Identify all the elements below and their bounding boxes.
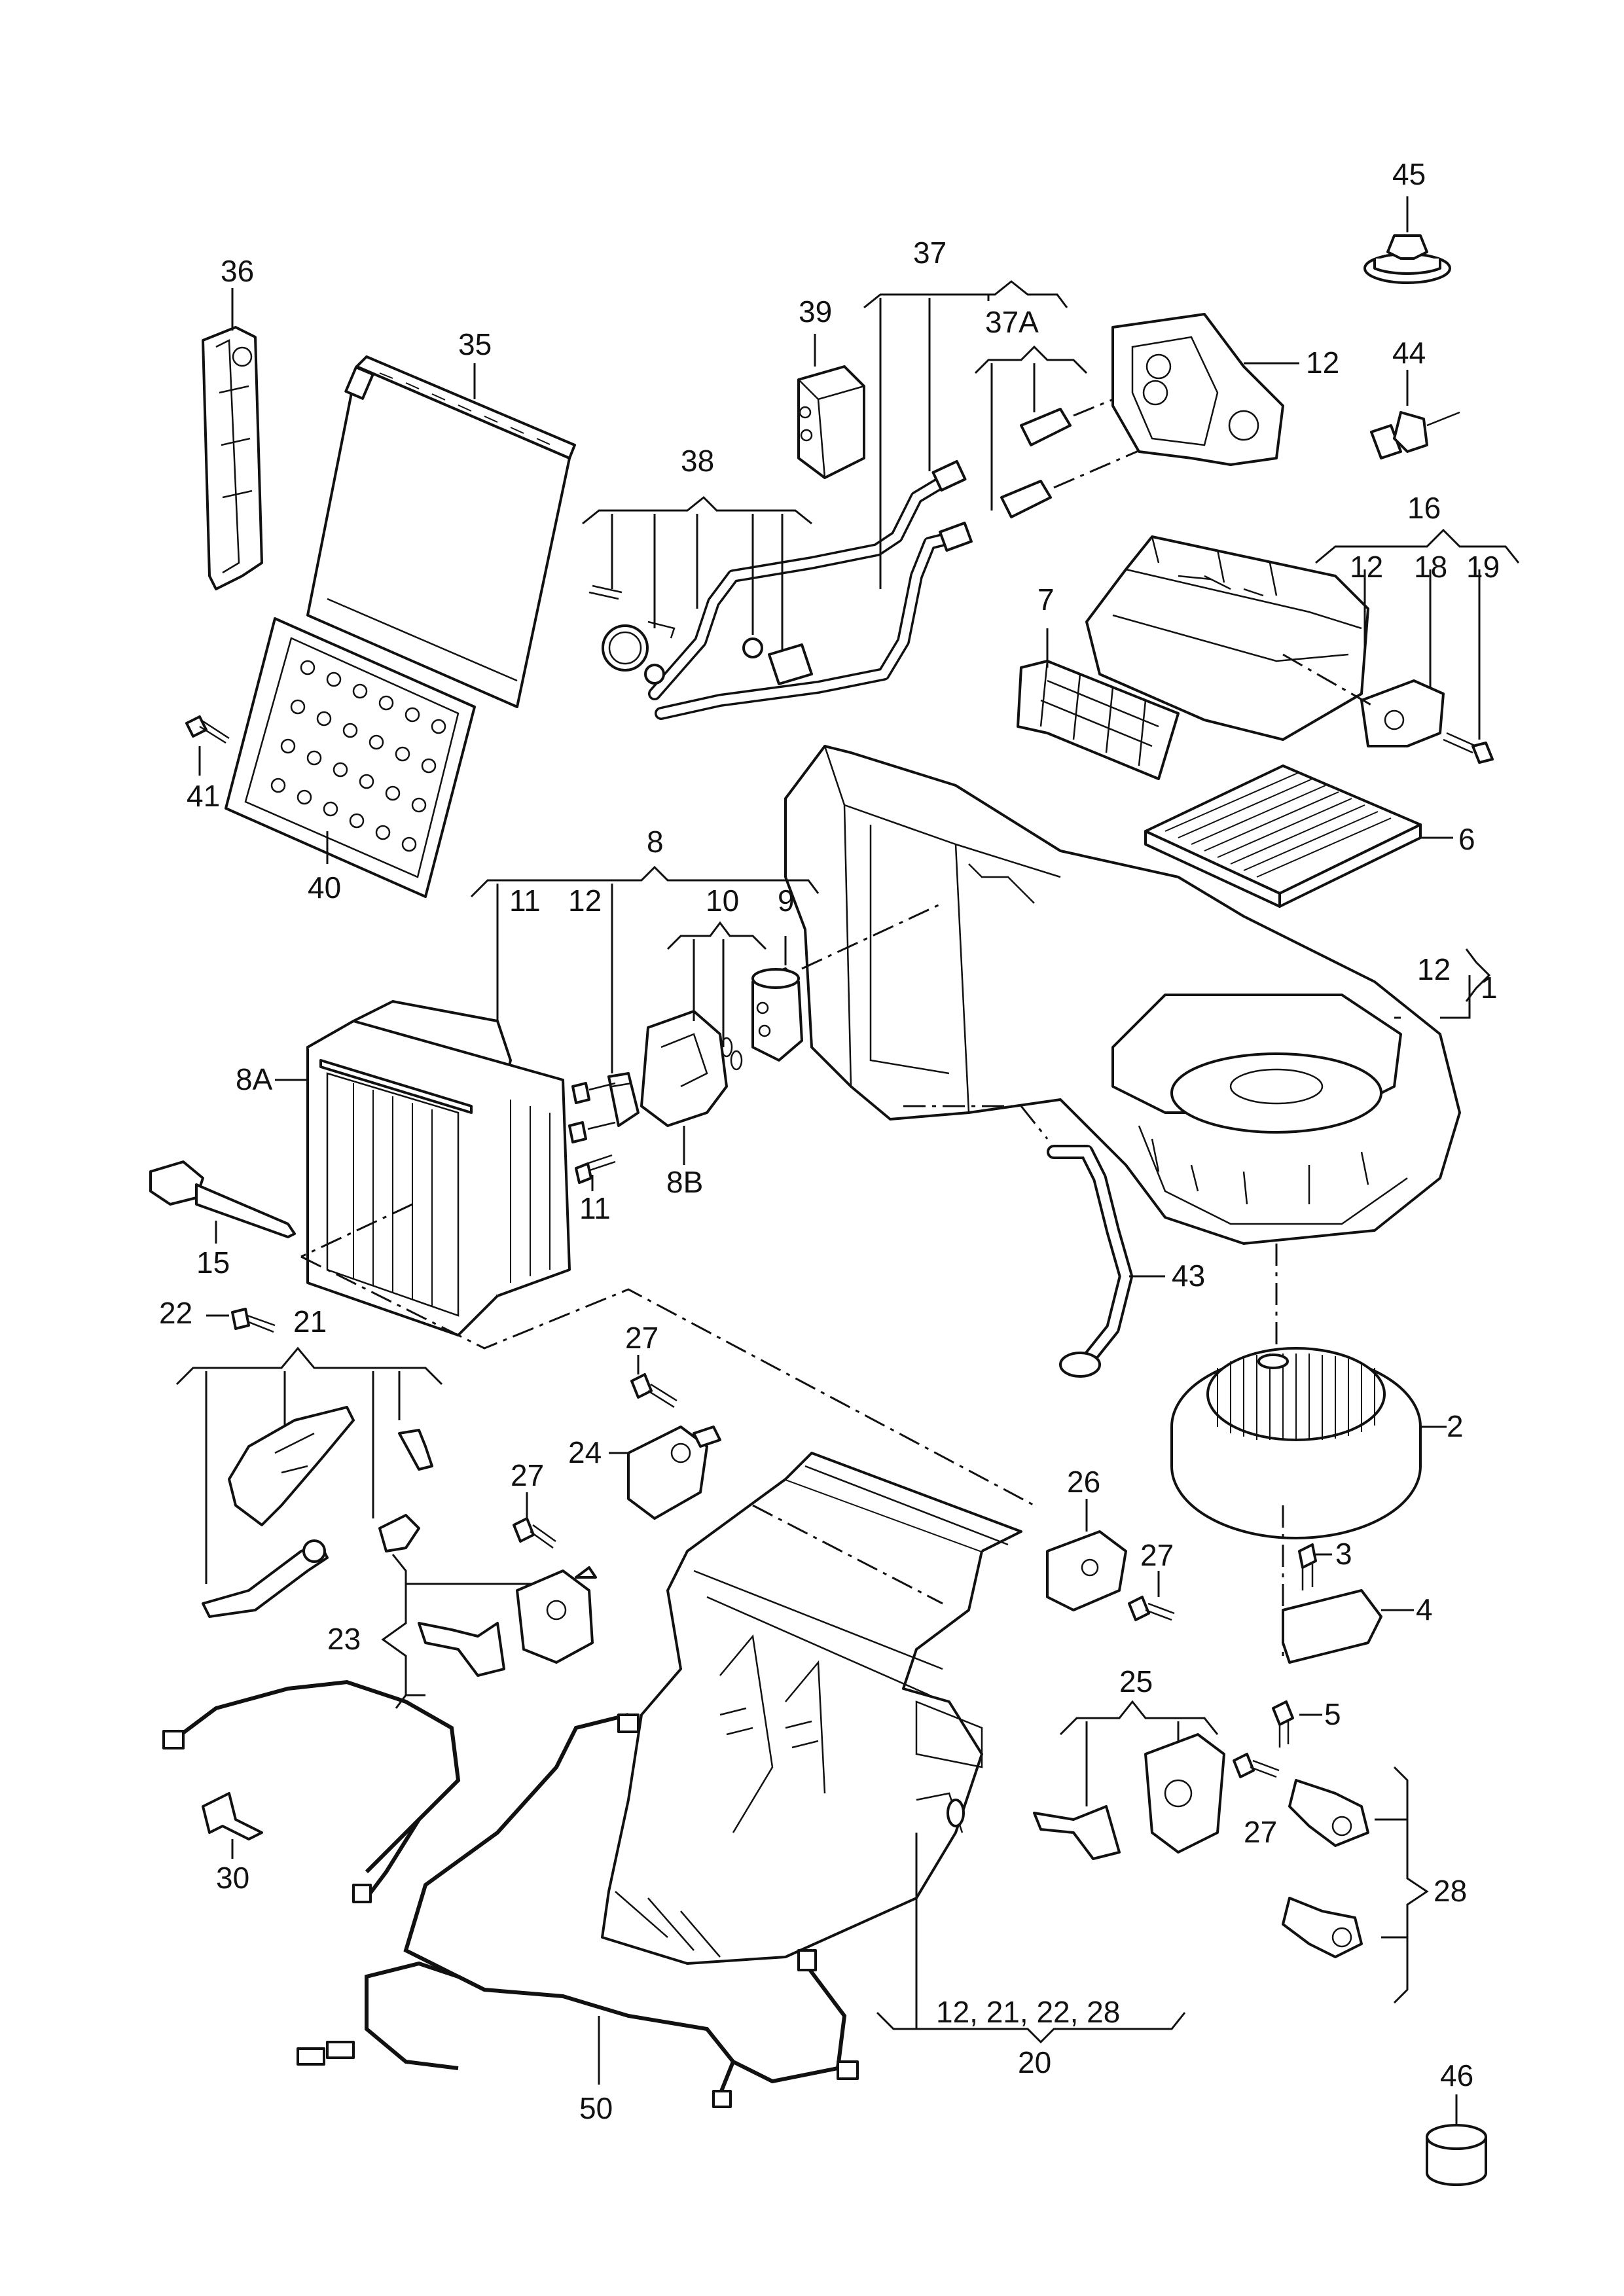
part-45-nut (1363, 234, 1451, 284)
part-8-evaporator (306, 1000, 571, 1336)
label-11-bottom: 11 (579, 1191, 611, 1225)
part-27-screws (513, 1373, 1280, 1778)
label-23: 23 (327, 1622, 361, 1656)
part-35-heater-core (306, 355, 576, 708)
label-35: 35 (458, 327, 492, 361)
part-11-screws (568, 1082, 616, 1184)
part-43-drain-hose (1047, 1145, 1133, 1378)
part-25-actuator (1033, 1733, 1225, 1860)
part-5-screw (1272, 1700, 1294, 1748)
part-50-harness (162, 1679, 859, 2108)
label-12-evap: 12 (568, 884, 602, 918)
label-12-gasket: 12 (1306, 346, 1339, 380)
part-9-valve (751, 967, 803, 1062)
part-26-actuator (1046, 1530, 1127, 1611)
part-37a-fittings (1000, 408, 1072, 518)
label-8a: 8A (236, 1062, 273, 1096)
part-8b-cover (640, 1010, 728, 1127)
label-27-a: 27 (625, 1321, 659, 1355)
part-12-small-gasket (607, 1072, 640, 1127)
label-12-housing: 12 (1350, 550, 1383, 584)
label-21: 21 (293, 1304, 327, 1338)
label-27-c: 27 (1140, 1538, 1174, 1572)
label-16: 16 (1407, 491, 1441, 525)
label-30: 30 (216, 1861, 249, 1895)
label-45: 45 (1392, 157, 1426, 191)
label-11-top: 11 (509, 884, 541, 918)
label-6: 6 (1458, 822, 1475, 856)
callout-labels: 45 44 37 37A 12 36 35 39 38 16 12 18 19 … (159, 157, 1500, 2125)
label-20-sub: 12, 21, 22, 28 (936, 1995, 1120, 2029)
label-26: 26 (1067, 1465, 1100, 1499)
part-36-bracket (202, 326, 263, 590)
part-28-motors (1282, 1779, 1369, 1958)
part-41-screw (185, 715, 230, 744)
label-37a: 37A (985, 305, 1039, 339)
label-36: 36 (221, 254, 254, 288)
part-24-actuator (627, 1426, 721, 1520)
label-10: 10 (706, 884, 739, 918)
part-4-cover (1282, 1589, 1382, 1664)
part-23-actuators (418, 1566, 597, 1677)
label-1: 1 (1481, 971, 1498, 1005)
label-12-main: 12 (1417, 952, 1451, 986)
label-46: 46 (1440, 2058, 1473, 2092)
part-12-gasket (1111, 313, 1284, 466)
label-7: 7 (1038, 583, 1055, 617)
part-20-lower-housing (601, 1452, 1022, 1965)
label-44: 44 (1392, 336, 1426, 370)
label-27-d: 27 (1244, 1815, 1277, 1849)
label-27-b: 27 (511, 1458, 544, 1492)
label-40: 40 (308, 870, 341, 905)
part-46-cap (1426, 2124, 1487, 2186)
part-10-orings (720, 1037, 743, 1071)
label-50: 50 (579, 2091, 613, 2125)
label-39: 39 (799, 295, 832, 329)
part-21-levers (202, 1406, 433, 1618)
part-38-fittings (588, 584, 813, 685)
label-22: 22 (159, 1296, 192, 1330)
label-19: 19 (1466, 550, 1500, 584)
label-9: 9 (778, 884, 795, 918)
part-37-lines (648, 459, 973, 720)
part-44-clip (1370, 411, 1460, 459)
label-5: 5 (1324, 1697, 1341, 1731)
label-37: 37 (913, 236, 947, 270)
label-24: 24 (568, 1435, 602, 1469)
label-28: 28 (1434, 1874, 1467, 1908)
part-2-blower-motor (1170, 1347, 1422, 1539)
part-15-sensor (149, 1160, 296, 1238)
label-18: 18 (1414, 550, 1447, 584)
label-20: 20 (1018, 2045, 1051, 2079)
part-19-screw (1443, 732, 1494, 764)
part-3-screw (1298, 1543, 1317, 1590)
label-38: 38 (681, 444, 714, 478)
part-6-filter (1144, 764, 1422, 908)
label-25: 25 (1119, 1664, 1153, 1698)
label-41: 41 (187, 779, 220, 813)
part-18-bracket (1360, 679, 1445, 747)
part-22-screw (231, 1308, 276, 1333)
label-8: 8 (647, 825, 664, 859)
label-4: 4 (1416, 1592, 1433, 1626)
part-40-heater-frame (225, 617, 476, 898)
label-15: 15 (196, 1246, 230, 1280)
part-39-block (797, 365, 865, 479)
label-8b: 8B (666, 1165, 703, 1199)
label-43: 43 (1172, 1259, 1205, 1293)
part-1-main-housing (784, 745, 1461, 1245)
label-2: 2 (1447, 1409, 1464, 1443)
label-3: 3 (1335, 1537, 1352, 1571)
part-30-clip (202, 1792, 263, 1840)
